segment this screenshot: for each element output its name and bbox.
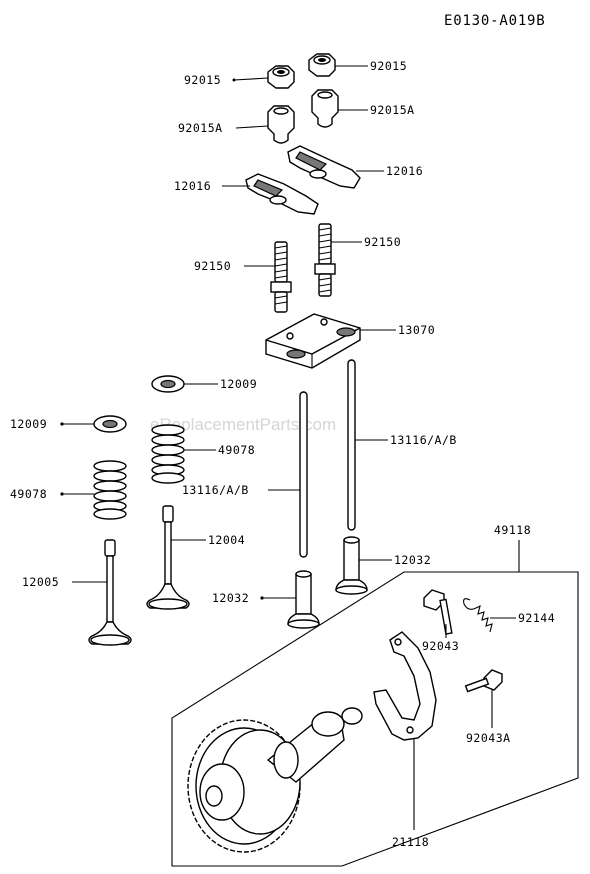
adjuster-92015a-left xyxy=(267,105,295,144)
label-12004: 12004 xyxy=(208,533,245,547)
watermark: eReplacementParts.com xyxy=(150,415,336,434)
label-92015a-left: 92015A xyxy=(178,121,223,135)
label-92043: 92043 xyxy=(422,639,459,653)
bolt-92043 xyxy=(423,589,453,635)
label-49118: 49118 xyxy=(494,523,531,537)
diagram-code: E0130-A019B xyxy=(444,13,546,29)
label-12016-left: 12016 xyxy=(174,179,211,193)
label-13116-left: 13116/A/B xyxy=(182,483,249,497)
valve-12004 xyxy=(146,505,190,610)
label-12009-upper: 12009 xyxy=(220,377,257,391)
tappet-12032-right xyxy=(335,536,368,595)
label-92144: 92144 xyxy=(518,611,555,625)
stud-92150-left xyxy=(270,241,292,313)
nut-92015-right xyxy=(308,53,336,77)
label-92150-left: 92150 xyxy=(194,259,231,273)
valve-spring-49078-right xyxy=(151,424,185,484)
label-92015-right: 92015 xyxy=(370,59,407,73)
bolt-92043a xyxy=(464,669,503,693)
retainer-12009-lower xyxy=(93,415,127,433)
label-12009-lower: 12009 xyxy=(10,417,47,431)
label-92015a-right: 92015A xyxy=(370,103,415,117)
tappet-12032-left xyxy=(287,570,320,629)
camshaft xyxy=(266,707,363,783)
label-92150-right: 92150 xyxy=(364,235,401,249)
rocker-arm-12016-left xyxy=(245,173,319,215)
label-21118: 21118 xyxy=(392,835,429,849)
valve-spring-49078-left xyxy=(93,460,127,520)
label-12032-right: 12032 xyxy=(394,553,431,567)
label-92015-left: 92015 xyxy=(184,73,221,87)
adjuster-92015a-right xyxy=(311,89,339,128)
label-49078-right: 49078 xyxy=(218,443,255,457)
label-92043a: 92043A xyxy=(466,731,511,745)
weight-21118 xyxy=(373,631,437,741)
valve-12005 xyxy=(88,539,132,646)
pushrod-13116-right xyxy=(347,359,356,531)
camshaft-assembly-box xyxy=(171,571,579,867)
spring-92144 xyxy=(463,598,493,633)
rocker-arm-12016-right xyxy=(287,145,361,189)
label-13116-right: 13116/A/B xyxy=(390,433,457,447)
label-12005: 12005 xyxy=(22,575,59,589)
label-12032-left: 12032 xyxy=(212,591,249,605)
stud-92150-right xyxy=(314,223,336,297)
retainer-12009-upper xyxy=(151,375,185,393)
label-13070: 13070 xyxy=(398,323,435,337)
guide-plate-13070 xyxy=(265,313,361,369)
camshaft-gear xyxy=(187,719,301,853)
nut-92015-left xyxy=(267,65,295,89)
pushrod-13116-left xyxy=(299,391,308,558)
label-49078-left: 49078 xyxy=(10,487,47,501)
label-12016-right: 12016 xyxy=(386,164,423,178)
